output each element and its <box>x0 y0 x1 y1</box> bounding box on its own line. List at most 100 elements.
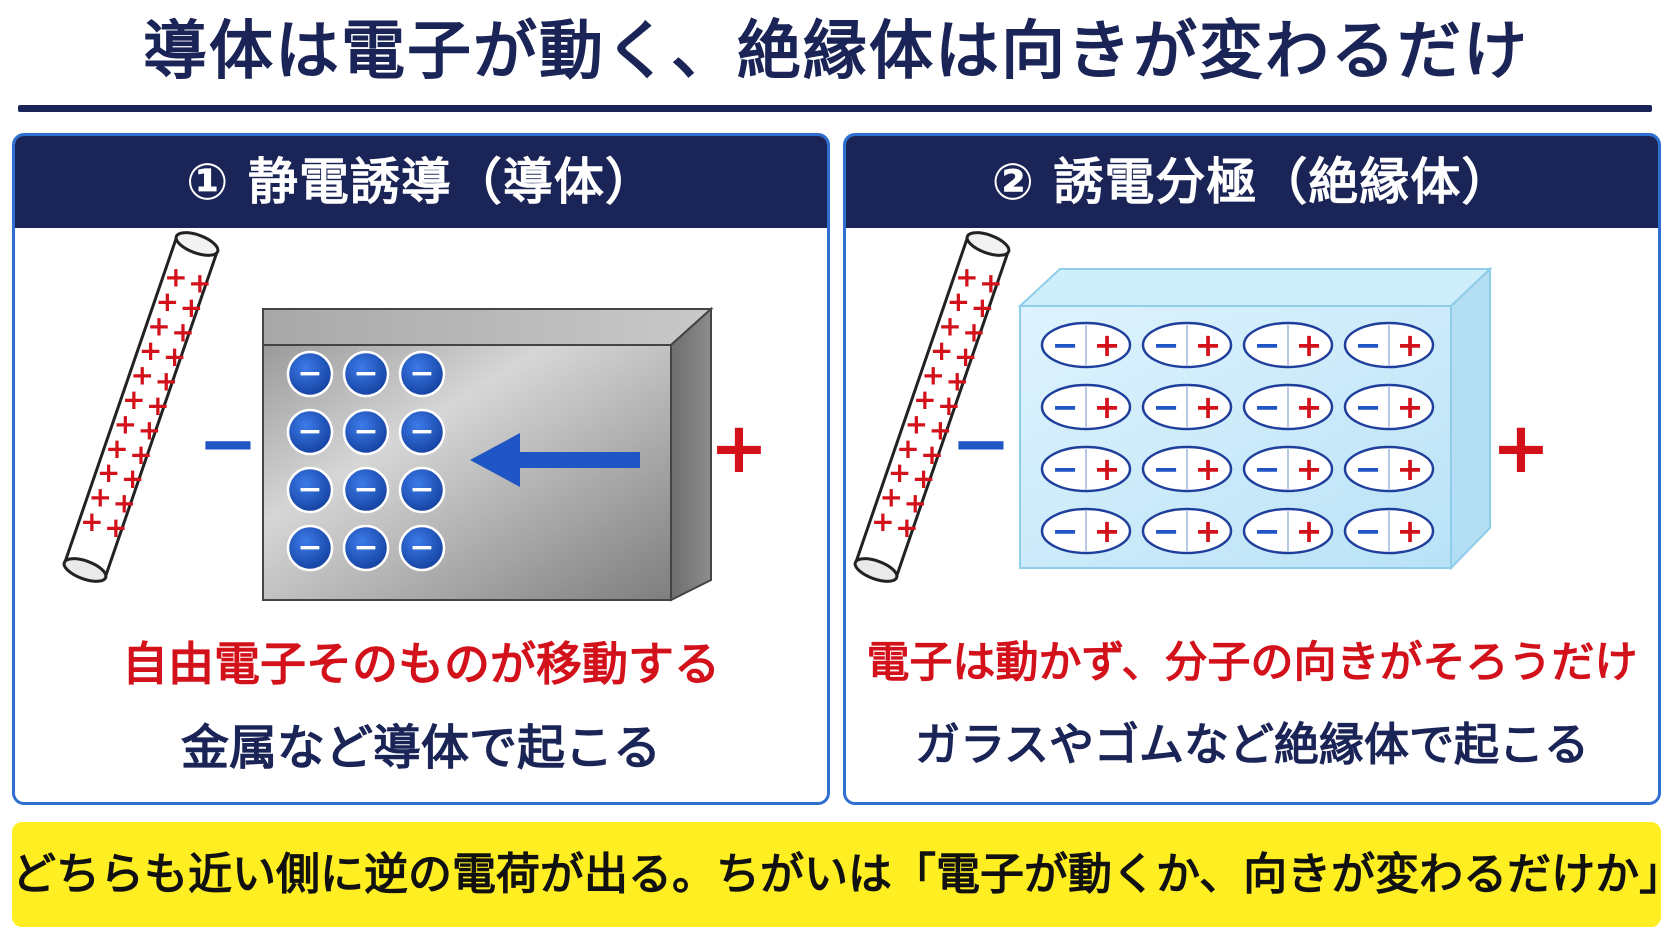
rod-positive-charge: + <box>171 316 194 349</box>
rod-positive-charge: + <box>945 364 968 397</box>
rod-positive-charge: + <box>112 487 135 520</box>
rod-positive-charge: + <box>121 462 144 495</box>
svg-text:−: − <box>409 530 434 565</box>
metal-block <box>262 306 714 602</box>
dipole-molecule: −+ <box>1040 507 1132 555</box>
rod-positive-charge: + <box>955 261 978 294</box>
caption-induction-mechanism: 自由電子そのものが移動する <box>122 637 720 691</box>
svg-text:+: + <box>1397 326 1424 364</box>
dipole-molecule: −+ <box>1242 383 1334 431</box>
rod-positive-charge: + <box>104 511 127 544</box>
dipole-molecule: −+ <box>1141 383 1233 431</box>
rod-positive-charge: + <box>138 413 161 446</box>
rod-positive-charge: + <box>97 456 120 489</box>
svg-text:+: + <box>1094 326 1121 364</box>
panel-header-induction: ① 静電誘導（導体） <box>15 136 827 228</box>
rod-positive-charge: + <box>180 291 203 324</box>
svg-text:−: − <box>1052 326 1079 364</box>
rod-positive-charge: + <box>147 310 170 343</box>
dipole-molecule: −+ <box>1141 507 1233 555</box>
molecular-dipoles: −+−+−+−+−+−+−+−+−+−+−+−+−+−+−+−+ <box>1040 321 1435 555</box>
rod-positive-charge: + <box>129 438 152 471</box>
rod-positive-charge: + <box>905 407 928 440</box>
panel-dielectric-polarization: ② 誘電分極（絶縁体） ++++++++++++++++++++++ −+−+−… <box>843 133 1661 805</box>
rod-positive-charge: + <box>895 511 918 544</box>
svg-text:−: − <box>1254 450 1281 488</box>
caption-polarization-materials: ガラスやゴムなど絶縁体で起こる <box>914 718 1590 771</box>
svg-text:−: − <box>409 472 434 507</box>
rod-positive-charge: + <box>938 310 961 343</box>
rod-positive-charge: + <box>80 505 103 538</box>
svg-text:+: + <box>1397 512 1424 550</box>
dipole-molecule: −+ <box>1040 445 1132 493</box>
svg-text:−: − <box>353 530 378 565</box>
dipole-molecule: −+ <box>1040 383 1132 431</box>
free-electron: − <box>398 466 446 514</box>
rod-positive-charge: + <box>920 438 943 471</box>
dipole-molecule: −+ <box>1040 321 1132 369</box>
svg-text:−: − <box>353 414 378 449</box>
svg-text:+: + <box>1397 388 1424 426</box>
svg-text:−: − <box>297 356 322 391</box>
caption-polarization-mechanism: 電子は動かず、分子の向きがそろうだけ <box>866 638 1638 688</box>
free-electron: − <box>286 524 334 572</box>
svg-text:+: + <box>1296 512 1323 550</box>
rod-positive-charge: + <box>164 261 187 294</box>
free-electron: − <box>342 408 390 456</box>
charged-rod: ++++++++++++++++++++++ <box>62 231 220 583</box>
near-side-negative-sign: − <box>198 401 258 485</box>
svg-text:−: − <box>353 356 378 391</box>
polarization-diagram: ++++++++++++++++++++++ −+−+−+−+−+−+−+−+−… <box>853 231 1551 583</box>
svg-text:+: + <box>1195 450 1222 488</box>
rod-positive-charge: + <box>146 389 169 422</box>
svg-text:−: − <box>1153 512 1180 550</box>
svg-text:−: − <box>409 356 434 391</box>
svg-text:−: − <box>1254 326 1281 364</box>
dipole-molecule: −+ <box>1141 445 1233 493</box>
summary-banner: どちらも近い側に逆の電荷が出る。ちがいは「電子が動くか、向きが変わるだけか」 <box>12 822 1672 927</box>
free-electron: − <box>342 524 390 572</box>
svg-text:+: + <box>1195 326 1222 364</box>
rod-positive-charge: + <box>105 432 128 465</box>
rod-positive-charge: + <box>954 340 977 373</box>
rod-positive-charge: + <box>156 285 179 318</box>
dipole-molecule: −+ <box>1242 445 1334 493</box>
rod-positive-charge: + <box>896 432 919 465</box>
page-title: 導体は電子が動く、絶縁体は向きが変わるだけ <box>143 15 1529 89</box>
induction-diagram: ++++++++++++++++++++++ −−−−−−−−−−−− − + <box>62 231 768 602</box>
rod-positive-charge: + <box>947 285 970 318</box>
rod-positive-charge: + <box>88 481 111 514</box>
dipole-molecule: −+ <box>1242 507 1334 555</box>
dipole-molecule: −+ <box>1343 445 1435 493</box>
free-electron: − <box>398 524 446 572</box>
svg-text:−: − <box>1153 450 1180 488</box>
free-electron: − <box>342 466 390 514</box>
rod-positive-charge: + <box>979 267 1002 300</box>
svg-text:+: + <box>1195 512 1222 550</box>
dipole-molecule: −+ <box>1343 507 1435 555</box>
dipole-molecule: −+ <box>1141 321 1233 369</box>
svg-text:−: − <box>1355 388 1382 426</box>
caption-induction-materials: 金属など導体で起こる <box>180 720 661 776</box>
svg-text:+: + <box>1296 450 1323 488</box>
svg-text:−: − <box>1355 326 1382 364</box>
rod-positive-charge: + <box>871 505 894 538</box>
free-electrons: −−−−−−−−−−−− <box>286 350 446 572</box>
rod-positive-charge: + <box>130 358 153 391</box>
svg-text:−: − <box>1153 326 1180 364</box>
free-electron: − <box>286 408 334 456</box>
electron-flow-arrow <box>470 433 640 487</box>
svg-text:−: − <box>1254 512 1281 550</box>
free-electron: − <box>286 350 334 398</box>
rod-positive-charge: + <box>163 340 186 373</box>
svg-text:−: − <box>409 414 434 449</box>
svg-text:−: − <box>1355 512 1382 550</box>
svg-text:−: − <box>1052 388 1079 426</box>
svg-text:−: − <box>297 472 322 507</box>
rod-positive-charge: + <box>930 334 953 367</box>
svg-text:−: − <box>297 414 322 449</box>
svg-text:−: − <box>1254 388 1281 426</box>
charged-rod: ++++++++++++++++++++++ <box>853 231 1011 583</box>
far-side-positive-sign: + <box>1492 407 1551 489</box>
rod-positive-charge: + <box>154 364 177 397</box>
